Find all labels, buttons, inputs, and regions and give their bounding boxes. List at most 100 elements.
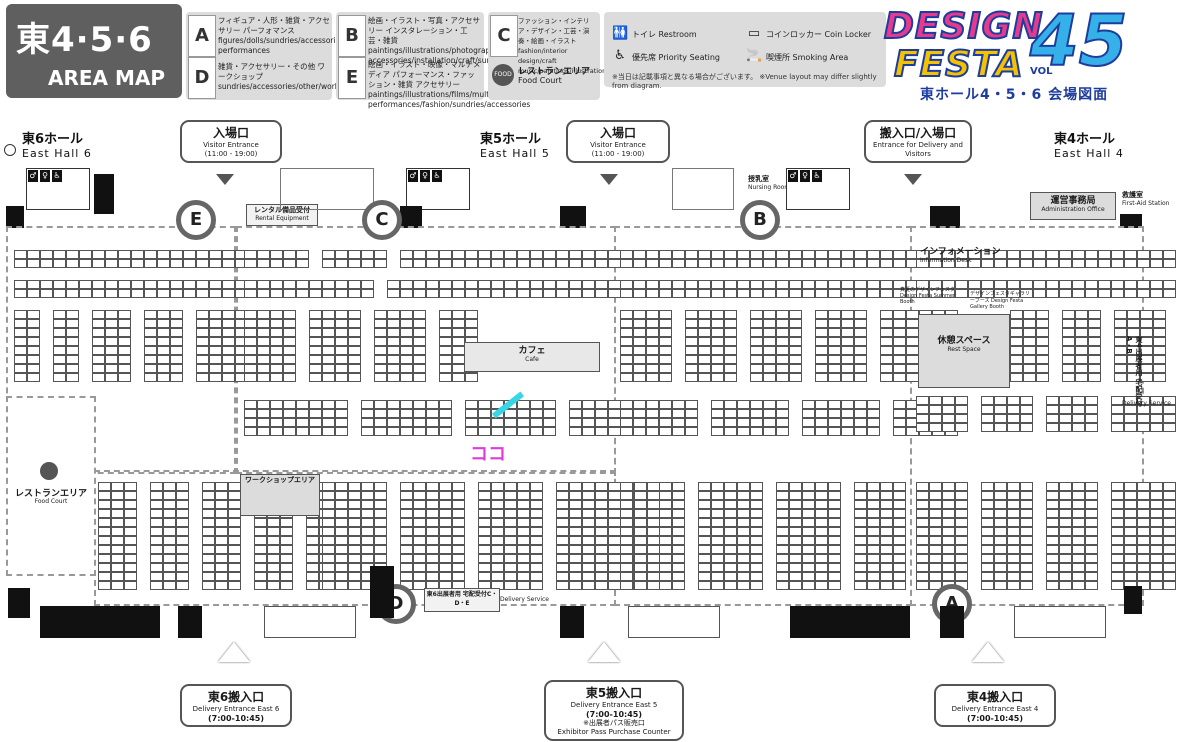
booth [439,250,452,259]
booth [942,545,955,554]
booth [124,572,137,581]
booth-row [322,491,660,500]
booth [556,572,569,581]
legend-locker-en: Coin Locker [824,30,872,39]
booth-row [14,310,248,319]
booth [815,518,828,527]
booth [955,536,968,545]
gallery-booth: デザインフェスタギャラリーブース Design Festa Gallery Bo… [970,291,1030,310]
booth [1124,500,1137,509]
booth [176,482,189,491]
booth [111,509,124,518]
booth [634,482,647,491]
booth [1150,491,1163,500]
booth [124,509,137,518]
booth [1085,259,1098,268]
booth [322,400,335,409]
booth [1140,337,1153,346]
booth [413,554,426,563]
legend-letter-d: D [188,57,216,99]
booth [646,373,659,382]
booth [504,527,517,536]
booth [400,400,413,409]
booth [737,259,750,268]
booth [711,418,724,427]
booth [1098,250,1111,259]
booth [763,259,776,268]
booth [504,509,517,518]
booth [1059,509,1072,518]
booth [647,482,660,491]
booth [465,409,478,418]
booth [659,427,672,436]
booth-row [620,280,958,289]
booth [491,250,504,259]
booth [209,337,222,346]
booth [1140,328,1153,337]
booth [828,250,841,259]
booth [348,527,361,536]
booth [776,409,789,418]
booth [929,518,942,527]
booth [270,373,283,382]
pillar [40,606,160,638]
booth [387,364,400,373]
booth [1137,563,1150,572]
booth [556,581,569,590]
booth [1072,563,1085,572]
booth [504,491,517,500]
booth [426,427,439,436]
booth [789,373,802,382]
booth [1059,572,1072,581]
booth [400,373,413,382]
booth [646,409,659,418]
legend-panel-symbols: 🚻 トイレ Restroom ▭ コインロッカー Coin Locker ♿ 優… [604,12,886,90]
booth [582,581,595,590]
booth [893,319,906,328]
booth [802,572,815,581]
booth [1137,482,1150,491]
booth [1124,536,1137,545]
booth [27,364,40,373]
booth [1033,259,1046,268]
booth [815,373,828,382]
booth [413,563,426,572]
booth [335,400,348,409]
booth [27,346,40,355]
booth [1085,396,1098,405]
booth [202,545,215,554]
booth [413,418,426,427]
booth [569,527,582,536]
booth [163,509,176,518]
booth [789,545,802,554]
booth [215,572,228,581]
booth [478,572,491,581]
booth [711,536,724,545]
legend-b-jp: 絵画・イラスト・写真・アクセサリー インスタレーション・工芸・雑貨 [368,16,480,45]
booth [659,563,672,572]
booth [413,373,426,382]
booth [1163,545,1176,554]
booth [335,572,348,581]
booth [306,527,319,536]
booth [1111,545,1124,554]
pillar [178,606,202,638]
booth [802,518,815,527]
booth [1020,518,1033,527]
booth [439,289,452,298]
booth [916,250,929,259]
booth [737,482,750,491]
booth [893,355,906,364]
booth [1140,319,1153,328]
booth [517,250,530,259]
booth [929,289,942,298]
booth [828,536,841,545]
booth [452,509,465,518]
booth [1062,355,1075,364]
booth [711,346,724,355]
booth [828,373,841,382]
booth [426,259,439,268]
booth-row [14,373,248,382]
booth [348,563,361,572]
booth [222,355,235,364]
